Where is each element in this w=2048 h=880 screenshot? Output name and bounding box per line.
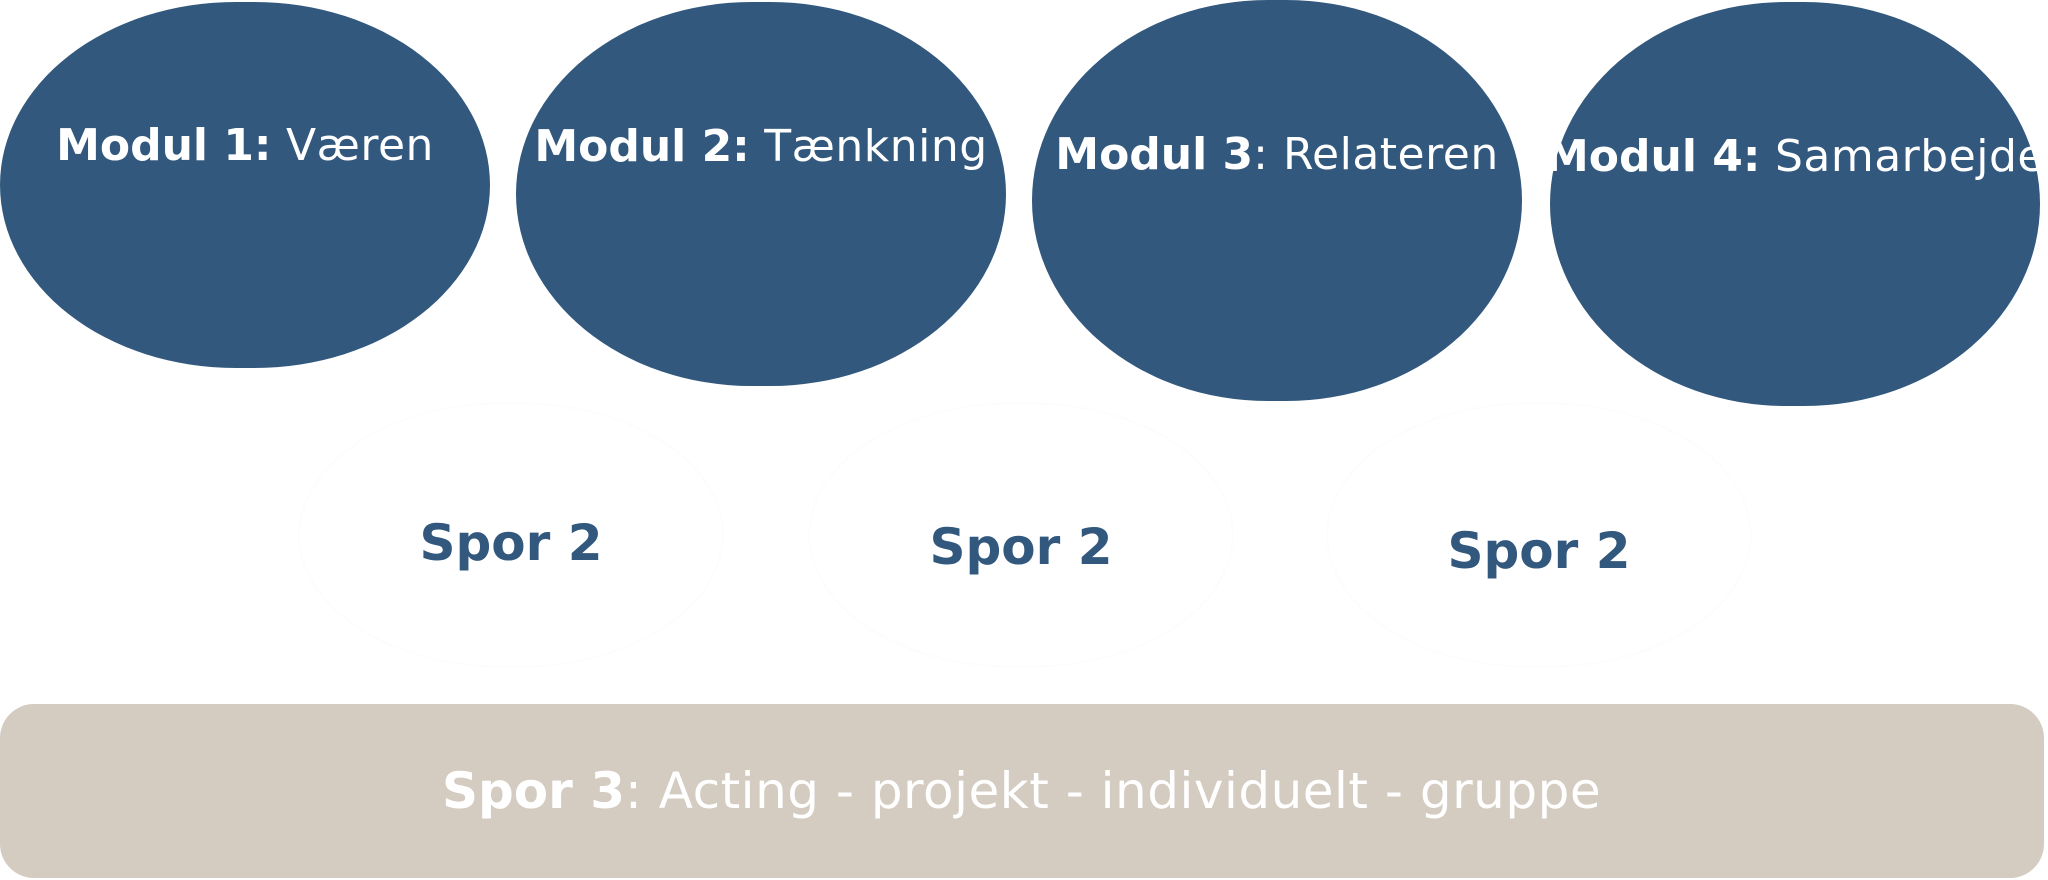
base-track-title: Spor 3 <box>442 762 626 820</box>
track-2-label: Spor 2 <box>929 518 1113 576</box>
module-3-title: Modul 3 <box>1055 129 1254 180</box>
module-2-label: Modul 2: Tænkning <box>534 121 987 172</box>
module-1-subtitle: Væren <box>271 119 434 171</box>
module-4-subtitle: Samarbejde <box>1760 130 2045 182</box>
module-3: Modul 3: Relateren <box>1032 0 1522 401</box>
module-1: Modul 1: Væren <box>0 2 490 368</box>
base-track-subtitle: : Acting - projekt - individuelt - grupp… <box>625 762 1602 820</box>
module-2-title: Modul 2: <box>534 120 750 172</box>
track-3: Spor 2 <box>1328 404 1750 666</box>
track-3-label: Spor 2 <box>1447 522 1631 580</box>
base-track-label: Spor 3: Acting - projekt - individuelt -… <box>442 762 1601 820</box>
module-4: Modul 4: Samarbejde <box>1545 2 2045 406</box>
module-3-subtitle: : Relateren <box>1253 129 1499 180</box>
module-1-title: Modul 1: <box>56 119 272 171</box>
module-4-label: Modul 4: Samarbejde <box>1545 131 2045 182</box>
module-3-label: Modul 3: Relateren <box>1055 129 1498 180</box>
module-2-subtitle: Tænkning <box>749 120 988 172</box>
track-1: Spor 2 <box>300 404 722 666</box>
module-1-label: Modul 1: Væren <box>56 120 434 171</box>
module-4-title: Modul 4: <box>1545 130 1761 182</box>
track-2: Spor 2 <box>810 404 1232 666</box>
module-2: Modul 2: Tænkning <box>516 2 1006 386</box>
base-track: Spor 3: Acting - projekt - individuelt -… <box>0 704 2044 878</box>
track-1-label: Spor 2 <box>419 514 603 572</box>
